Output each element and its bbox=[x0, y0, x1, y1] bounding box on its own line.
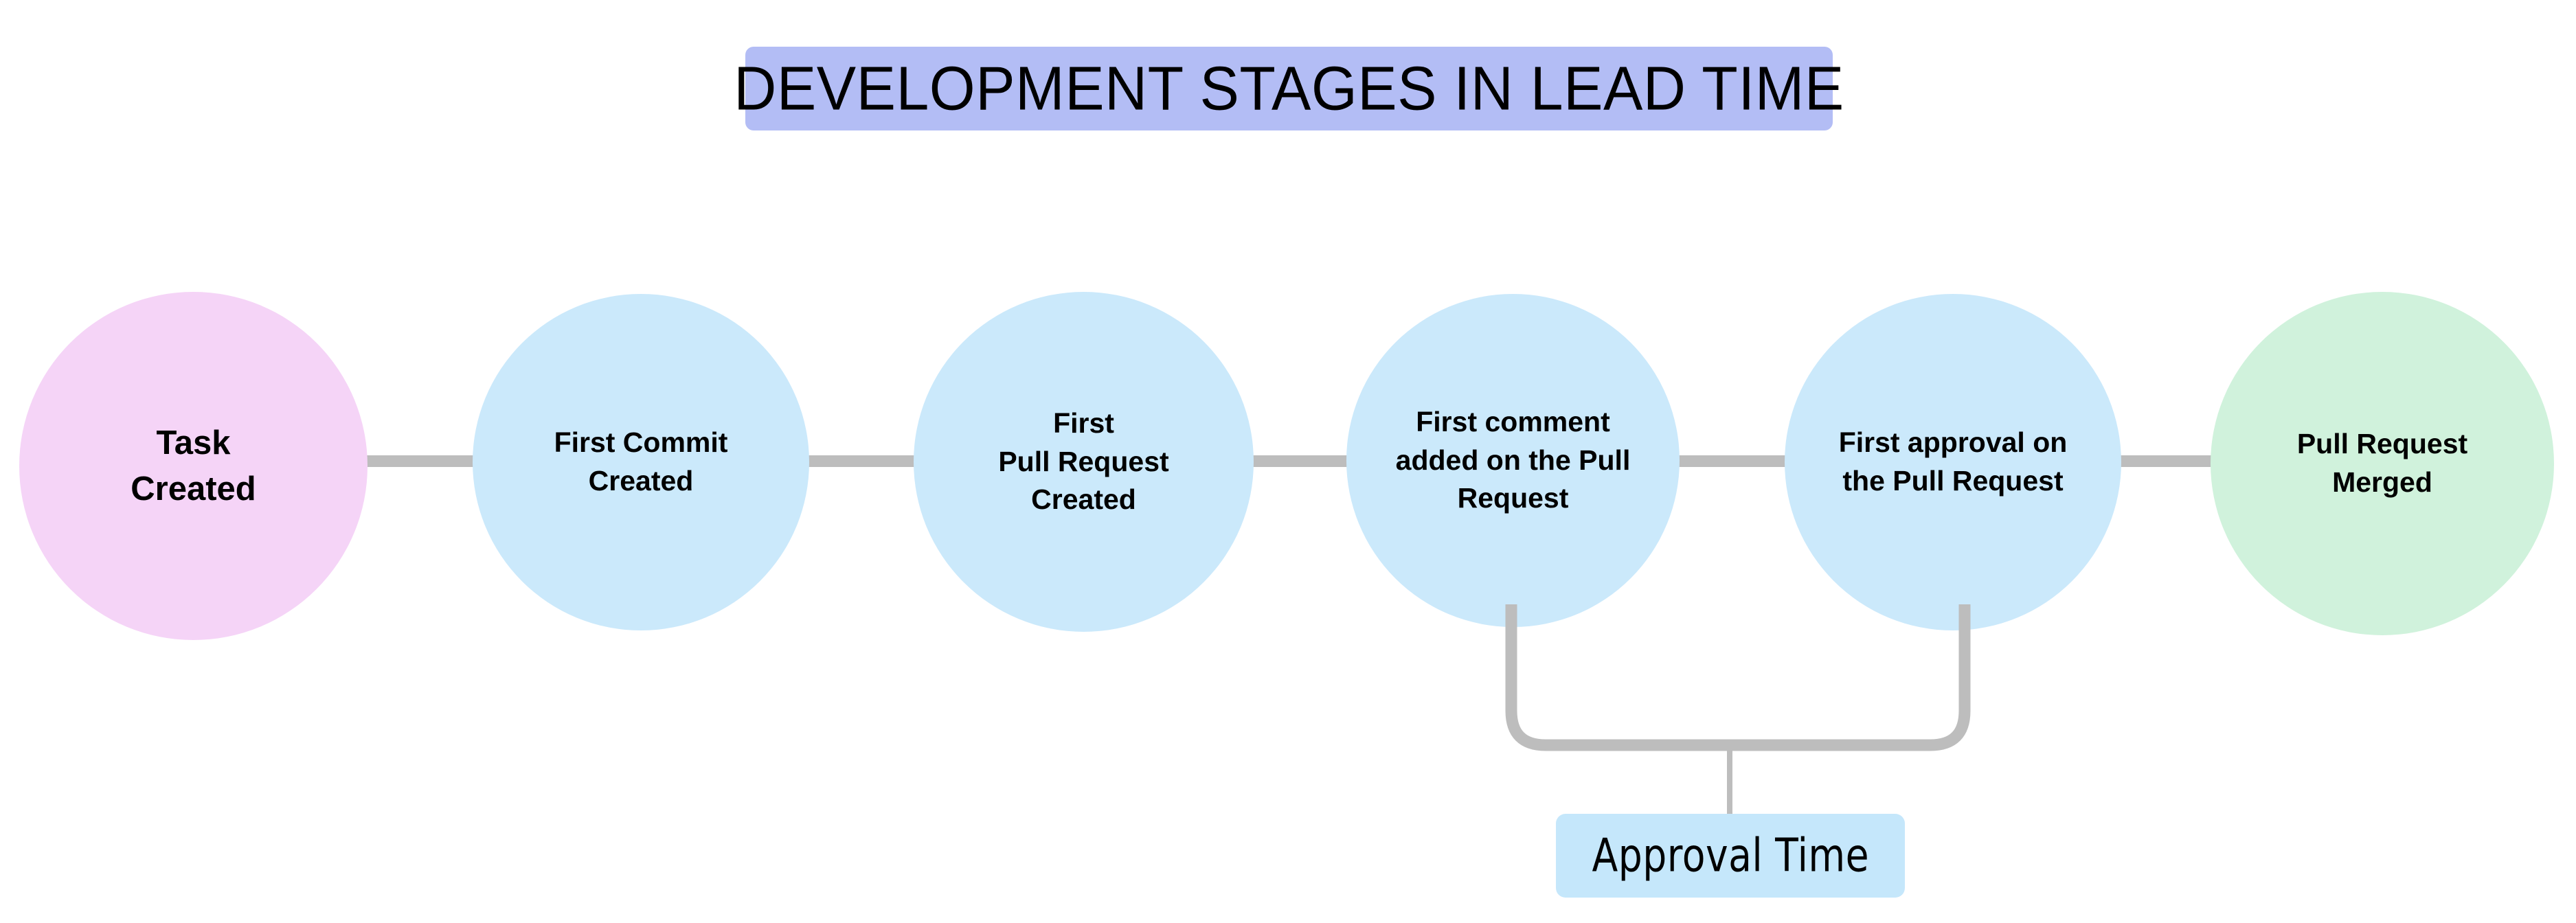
page-title: DEVELOPMENT STAGES IN LEAD TIME bbox=[734, 54, 1844, 124]
stage-node-first-pull-request-created[interactable]: First Pull Request Created bbox=[914, 292, 1254, 632]
stage-label-first-comment-added: First comment added on the Pull Request bbox=[1395, 405, 1631, 514]
connector-stage4-stage5 bbox=[1656, 455, 1810, 467]
connector-stage2-stage3 bbox=[783, 455, 941, 467]
stage-label-task-created: Task Created bbox=[131, 424, 256, 508]
stage-node-pull-request-merged[interactable]: Pull Request Merged bbox=[2211, 292, 2554, 635]
stage-node-first-approval[interactable]: First approval on the Pull Request bbox=[1785, 294, 2121, 630]
stage-label-first-commit-created: First Commit Created bbox=[554, 426, 728, 497]
approval-time-bracket bbox=[1505, 604, 1971, 751]
stage-node-first-comment-added[interactable]: First comment added on the Pull Request bbox=[1346, 294, 1680, 627]
stage-label-first-pull-request-created: First Pull Request Created bbox=[998, 407, 1169, 516]
approval-time-drop-line bbox=[1727, 743, 1732, 817]
diagram-title-banner: DEVELOPMENT STAGES IN LEAD TIME bbox=[734, 47, 1844, 130]
approval-time-label: Approval Time bbox=[1592, 828, 1869, 883]
connector-stage1-stage2 bbox=[343, 455, 501, 467]
stage-node-task-created[interactable]: Task Created bbox=[19, 292, 368, 640]
stage-label-first-approval: First approval on the Pull Request bbox=[1838, 426, 2068, 497]
stage-node-first-commit-created[interactable]: First Commit Created bbox=[473, 294, 809, 630]
connector-stage5-stage6 bbox=[2095, 455, 2243, 467]
stage-label-pull-request-merged: Pull Request Merged bbox=[2296, 428, 2468, 498]
approval-time-callout[interactable]: Approval Time bbox=[1556, 814, 1905, 898]
connector-stage3-stage4 bbox=[1227, 455, 1378, 467]
